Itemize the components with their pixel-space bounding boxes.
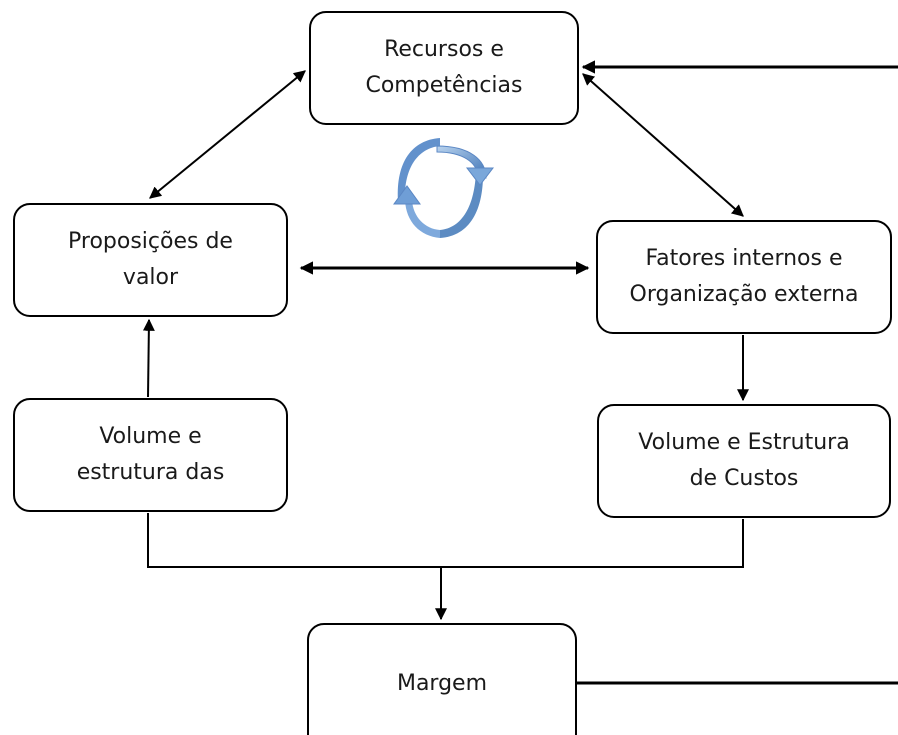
node-recursos-competencias: Recursos e Competências	[309, 11, 579, 125]
node-proposicoes-valor: Proposições de valor	[13, 203, 288, 317]
node-label: Recursos e Competências	[365, 37, 523, 98]
node-volume-estrutura: Volume e estrutura das	[13, 398, 288, 512]
node-label: Fatores internos e Organização externa	[629, 246, 859, 307]
cycle-icon	[393, 138, 495, 238]
node-margem: Margem	[307, 623, 577, 735]
node-label: Volume e Estrutura de Custos	[638, 430, 850, 491]
node-label: Proposições de valor	[68, 229, 233, 290]
connector-recursos-proposicoes	[149, 70, 306, 199]
node-fatores-internos: Fatores internos e Organização externa	[596, 220, 892, 334]
node-label: Volume e estrutura das	[76, 424, 225, 485]
node-label: Margem	[396, 671, 488, 696]
connector-merge-to-margem	[147, 513, 744, 568]
connector-recursos-fatores	[582, 73, 744, 217]
connector-volume-proposicoes	[142, 318, 155, 398]
node-volume-custos: Volume e Estrutura de Custos	[597, 404, 891, 518]
